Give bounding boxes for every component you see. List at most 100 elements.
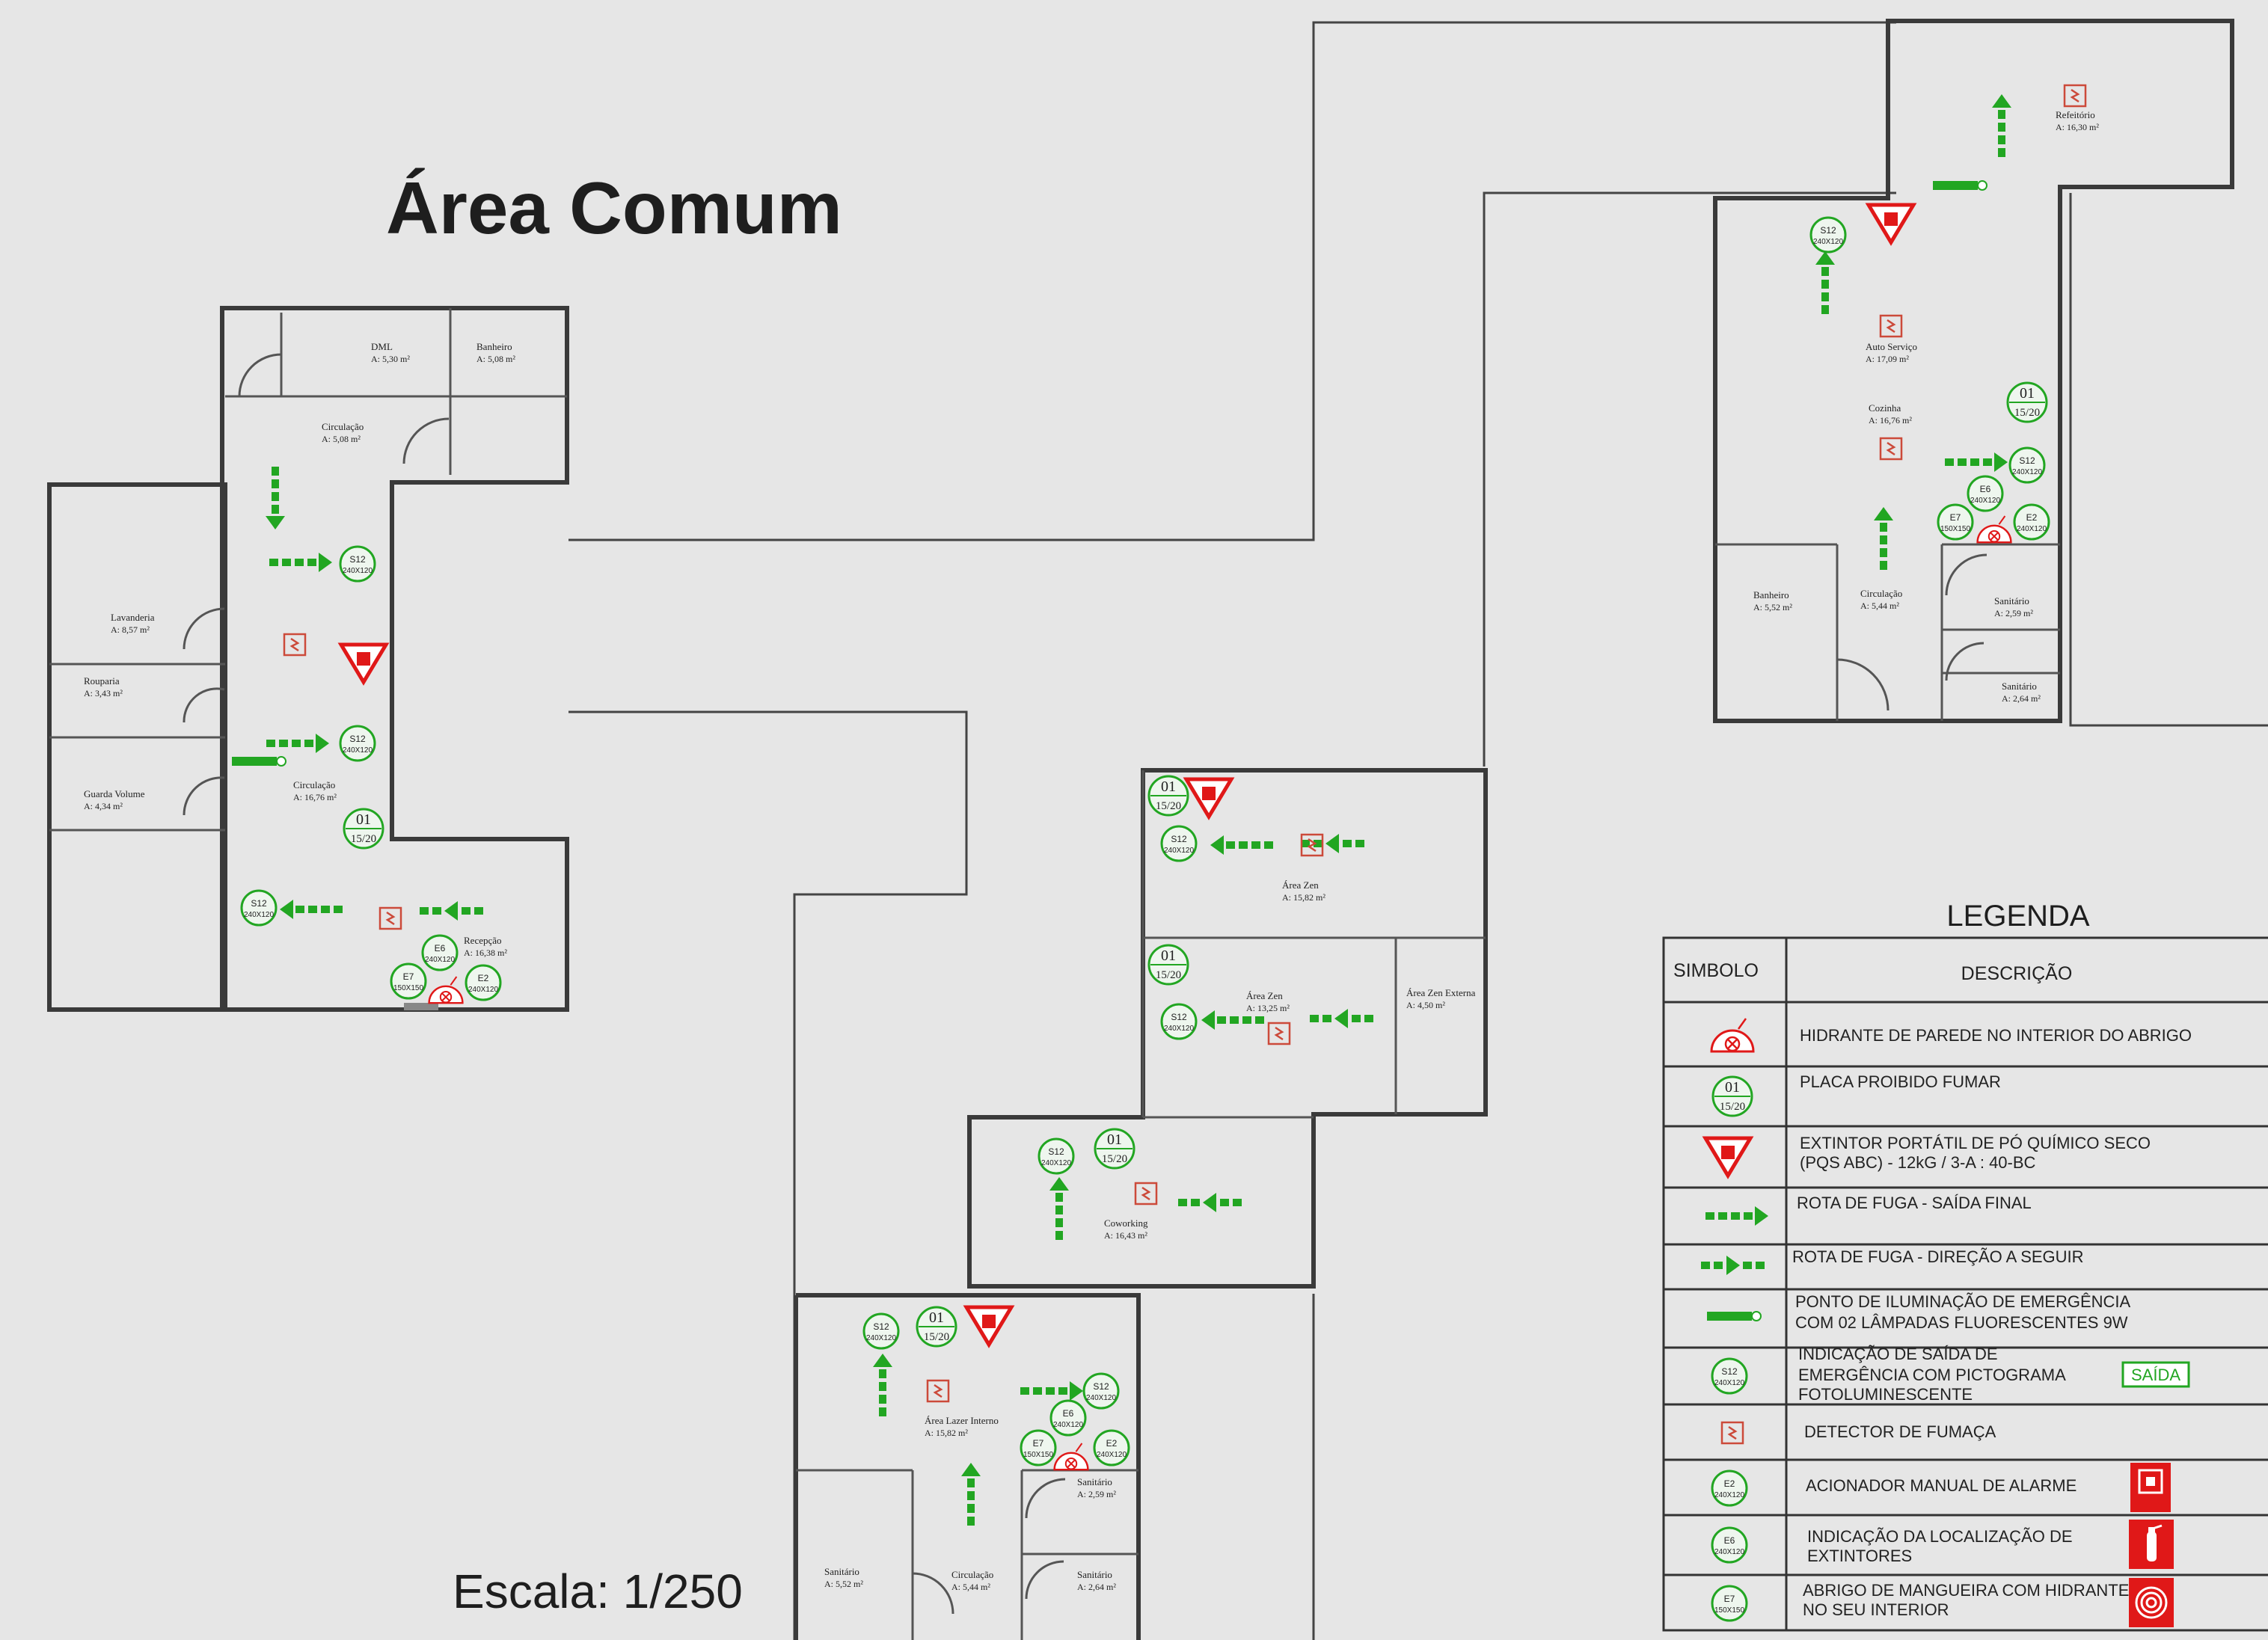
room-area: A: 2,59 m² (1994, 608, 2033, 618)
svg-text:150X150: 150X150 (1714, 1606, 1744, 1615)
room-name: Rouparia (84, 675, 120, 687)
svg-text:E6: E6 (1063, 1408, 1074, 1419)
no-smoking-sign-icon: 01 15/20 (343, 808, 384, 850)
scale-label: Escala: 1/250 (453, 1564, 743, 1618)
exit-sign-icon: S12 240X120 (1809, 216, 1847, 254)
room-name: Circulação (1860, 588, 1902, 599)
room-area: A: 13,25 m² (1246, 1003, 1290, 1013)
legend-row-text: ACIONADOR MANUAL DE ALARME (1806, 1476, 2077, 1495)
svg-text:S12: S12 (1093, 1381, 1109, 1392)
svg-text:15/20: 15/20 (1156, 969, 1181, 981)
room-area: A: 5,30 m² (371, 354, 410, 364)
exit-sign-icon: S12 240X120 (2008, 446, 2046, 484)
svg-text:01: 01 (1161, 948, 1176, 964)
site-outline (568, 21, 2268, 1640)
svg-text:S12: S12 (349, 734, 366, 744)
svg-text:E7: E7 (1950, 512, 1961, 523)
smoke-detector-icon (926, 1379, 950, 1403)
no-smoking-sign-icon: 01 15/20 (1147, 944, 1189, 986)
escape-route-final-icon (1020, 1381, 1083, 1401)
room-name: Área Zen Externa (1406, 987, 1476, 998)
svg-text:15/20: 15/20 (351, 833, 376, 845)
legend-row-text: (PQS ABC) - 12kG / 3-A : 40-BC (1800, 1153, 2036, 1172)
no-smoking-sign-icon: 01 15/20 (1094, 1128, 1135, 1170)
svg-text:01: 01 (1161, 778, 1176, 795)
svg-text:240X120: 240X120 (1164, 847, 1194, 855)
svg-text:S12: S12 (1721, 1366, 1738, 1377)
no-smoking-sign-icon: 01 15/20 (916, 1306, 957, 1348)
legend-row-text: INDICAÇÃO DA LOCALIZAÇÃO DE (1807, 1527, 2073, 1546)
hydrant-icon (1053, 1442, 1089, 1471)
hose-sign-icon: E7 150X150 (1711, 1585, 1748, 1622)
room-name: Área Lazer Interno (925, 1415, 999, 1426)
svg-text:240X120: 240X120 (1097, 1451, 1127, 1459)
svg-text:E6: E6 (1724, 1535, 1735, 1546)
extinguisher-triangle-icon (1186, 779, 1231, 817)
escape-route-direction-icon (1301, 834, 1364, 853)
svg-text:E7: E7 (1724, 1594, 1735, 1604)
no-smoking-sign-icon: 01 15/20 (2006, 381, 2048, 423)
room-area: A: 15,82 m² (1282, 892, 1325, 903)
room-area: A: 5,08 m² (476, 354, 515, 364)
extinguisher-sign-icon: E6 240X120 (421, 934, 459, 971)
room-area: A: 4,34 m² (84, 801, 123, 811)
legend-row-text: FOTOLUMINESCENTE (1798, 1385, 1973, 1404)
room-name: Guarda Volume (84, 788, 145, 799)
room-name: DML (371, 341, 393, 352)
room-area: A: 17,09 m² (1866, 354, 1909, 364)
exit-label-box (2121, 1361, 2190, 1388)
legend-row-text: EXTINTORES (1807, 1547, 1912, 1565)
room-name: Auto Serviço (1866, 341, 1917, 352)
escape-route-final-icon (269, 553, 332, 572)
svg-text:S12: S12 (1171, 1012, 1187, 1022)
svg-text:E6: E6 (1980, 484, 1991, 494)
left-wing (47, 306, 569, 1012)
svg-text:01: 01 (356, 811, 371, 828)
svg-text:15/20: 15/20 (1720, 1101, 1745, 1113)
svg-text:E2: E2 (1724, 1478, 1735, 1489)
room-name: Circulação (293, 779, 335, 790)
room-name: Circulação (951, 1569, 993, 1580)
hose-sign-icon: E7 150X150 (390, 962, 427, 1000)
exit-sign-icon: S12 240X120 (862, 1312, 900, 1350)
exit-sign-icon: S12 240X120 (1038, 1137, 1075, 1175)
smoke-detector-icon (1879, 314, 1903, 338)
bottom-block (794, 1293, 1141, 1640)
extinguisher-triangle-icon (341, 645, 386, 682)
svg-text:S12: S12 (873, 1321, 889, 1332)
smoke-detector-icon (1879, 437, 1903, 461)
legend-row-text: PONTO DE ILUMINAÇÃO DE EMERGÊNCIA (1795, 1292, 2131, 1311)
svg-text:01: 01 (1107, 1131, 1122, 1148)
legend-title: LEGENDA (1946, 900, 2089, 933)
escape-route-final-icon (1945, 452, 2008, 472)
legend: LEGENDA SIMBOLO DESCRIÇÃO HIDRANTE DE PA… (1662, 900, 2268, 1632)
svg-text:E7: E7 (403, 971, 414, 982)
svg-text:150X150: 150X150 (393, 984, 423, 992)
svg-text:240X120: 240X120 (1053, 1421, 1083, 1429)
legend-row-text: DETECTOR DE FUMAÇA (1804, 1422, 1996, 1441)
svg-text:150X150: 150X150 (1023, 1451, 1053, 1459)
svg-text:01: 01 (1725, 1079, 1740, 1096)
hose-sign-icon: E7 150X150 (1020, 1429, 1057, 1467)
room-name: Recepção (464, 935, 502, 946)
room-area: A: 5,44 m² (1860, 601, 1899, 611)
room-area: A: 4,50 m² (1406, 1000, 1445, 1010)
extinguisher-triangle-icon (966, 1307, 1011, 1345)
escape-route-direction-icon (420, 901, 483, 921)
room-name: Sanitário (1077, 1569, 1112, 1580)
escape-route-final-icon (1049, 1177, 1069, 1240)
room-name: Sanitário (1077, 1476, 1112, 1487)
room-area: A: 16,76 m² (293, 792, 337, 802)
room-name: Banheiro (1753, 589, 1789, 601)
escape-route-final-icon (961, 1463, 981, 1526)
exit-sign-icon: S12 240X120 (339, 725, 376, 762)
svg-text:150X150: 150X150 (1940, 525, 1970, 533)
smoke-detector-icon (378, 906, 402, 930)
alarm-plate-icon (2130, 1463, 2171, 1512)
svg-text:S12: S12 (1820, 225, 1836, 236)
emergency-light-icon (1706, 1311, 1762, 1321)
zen-block (967, 768, 1488, 1289)
escape-route-final-icon (266, 467, 285, 529)
svg-text:S12: S12 (1171, 834, 1187, 844)
room-area: A: 2,64 m² (2002, 693, 2041, 704)
